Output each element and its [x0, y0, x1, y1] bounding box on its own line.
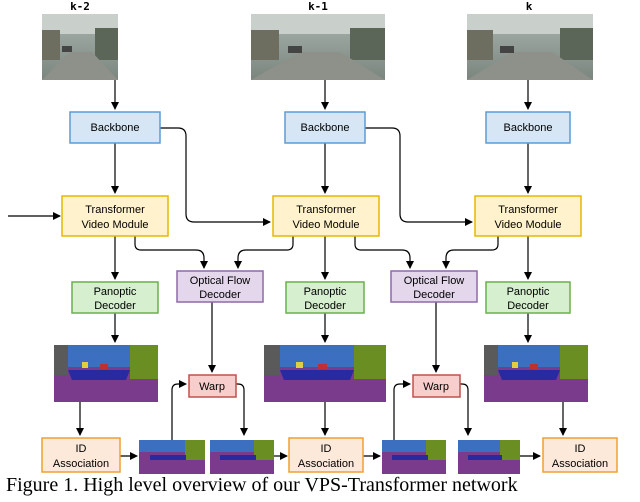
transformer-box-k-1: Transformer Video Module: [272, 195, 380, 237]
input-frame-k-1: [251, 14, 385, 80]
id-association-label-line2: Association: [552, 458, 608, 470]
id-association-label-line2: Association: [53, 458, 109, 470]
panoptic-label-line1: Panoptic: [507, 286, 550, 298]
warped-thumbnail-2: [210, 440, 274, 474]
optical-flow-label-line1: Optical Flow: [404, 275, 465, 287]
backbone-box-k-2: Backbone: [69, 111, 161, 144]
input-frame-k: [467, 14, 593, 80]
panoptic-label-line2: Decoder: [507, 300, 549, 312]
warped-thumbnail-4: [458, 440, 520, 474]
warped-thumbnail-3: [382, 440, 446, 474]
connections: [8, 80, 567, 460]
transformer-label-line1: Transformer: [498, 204, 558, 216]
panoptic-label-line1: Panoptic: [304, 286, 347, 298]
warp-box-1: Warp: [188, 374, 237, 398]
transformer-label-line1: Transformer: [85, 204, 145, 216]
warp-label: Warp: [423, 381, 449, 393]
backbone-label: Backbone: [504, 122, 553, 134]
panoptic-label-line2: Decoder: [304, 300, 346, 312]
optical-flow-label-line2: Decoder: [413, 289, 455, 301]
transformer-label-line2: Video Module: [81, 219, 148, 231]
optical-flow-label-line1: Optical Flow: [190, 275, 251, 287]
warp-label: Warp: [199, 381, 225, 393]
frame-label-k: k: [526, 0, 533, 13]
id-association-label-line2: Association: [298, 458, 354, 470]
input-frame-k-2: [42, 14, 118, 80]
backbone-box-k-1: Backbone: [284, 111, 366, 144]
transformer-box-k-2: Transformer Video Module: [61, 195, 169, 237]
segmentation-output-k: [484, 345, 588, 402]
backbone-box-k: Backbone: [485, 111, 571, 144]
id-association-label-line1: ID: [321, 443, 332, 455]
id-association-box-k-1: ID Association: [288, 437, 364, 473]
panoptic-label-line1: Panoptic: [94, 286, 137, 298]
warped-thumbnail-1: [139, 440, 205, 474]
warp-box-2: Warp: [412, 374, 461, 398]
optical-flow-box-2: Optical Flow Decoder: [390, 270, 478, 303]
optical-flow-label-line2: Decoder: [199, 289, 241, 301]
frame-label-k-1: k-1: [308, 0, 328, 13]
transformer-label-line1: Transformer: [296, 204, 356, 216]
panoptic-label-line2: Decoder: [94, 300, 136, 312]
backbone-label: Backbone: [301, 122, 350, 134]
segmentation-output-k-1: [264, 345, 386, 402]
backbone-label: Backbone: [91, 122, 140, 134]
figure-caption: Figure 1. High level overview of our VPS…: [6, 474, 518, 496]
id-association-label-line1: ID: [575, 443, 586, 455]
panoptic-decoder-box-k-2: Panoptic Decoder: [71, 281, 159, 314]
optical-flow-box-1: Optical Flow Decoder: [176, 270, 264, 303]
panoptic-decoder-box-k: Panoptic Decoder: [485, 281, 571, 314]
transformer-box-k: Transformer Video Module: [474, 195, 582, 237]
panoptic-decoder-box-k-1: Panoptic Decoder: [285, 281, 365, 314]
id-association-label-line1: ID: [76, 443, 87, 455]
id-association-box-k-2: ID Association: [41, 437, 121, 473]
transformer-label-line2: Video Module: [292, 219, 359, 231]
transformer-label-line2: Video Module: [494, 219, 561, 231]
segmentation-output-k-2: [54, 345, 158, 402]
id-association-box-k: ID Association: [542, 437, 618, 473]
frame-label-k-2: k-2: [70, 0, 90, 13]
